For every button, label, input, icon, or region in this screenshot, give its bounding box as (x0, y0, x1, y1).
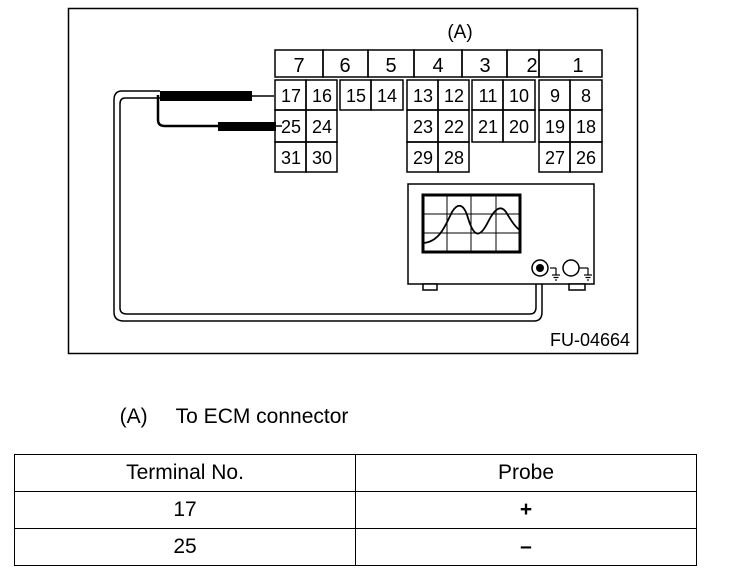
pin-number: 9 (550, 86, 560, 106)
pin-number: 15 (346, 86, 366, 106)
negative-probe (218, 122, 276, 131)
column-header: Probe (355, 454, 697, 492)
pin-number: 11 (479, 86, 498, 106)
header-number: 5 (385, 55, 396, 77)
diagram-frame (67, 7, 639, 355)
probe-cell: + (355, 491, 697, 529)
caption-tag: (A) (119, 405, 148, 428)
pin-number: 13 (413, 86, 433, 106)
wiring-diagram: (A) 7 6 5 4 3 2 1 (67, 7, 639, 355)
pin-number: 26 (576, 148, 596, 168)
pin-number: 16 (312, 86, 332, 106)
pin-number: 28 (444, 148, 464, 168)
pin-number: 14 (377, 86, 397, 106)
table-row: 25 – (14, 528, 697, 566)
terminal-probe-table: Terminal No. Probe 17 + 25 – (14, 454, 697, 566)
probe-cell: – (355, 528, 697, 566)
pin-number: 21 (478, 117, 498, 137)
caption-text: To ECM connector (175, 405, 349, 428)
pin-number: 20 (509, 117, 529, 137)
positive-probe (160, 91, 252, 101)
caption: (A) To ECM connector (108, 381, 349, 429)
pin-number: 30 (312, 148, 332, 168)
connector-header (274, 49, 603, 78)
header-number: 1 (572, 55, 583, 77)
probe-cable (113, 90, 543, 322)
table-header-row: Terminal No. Probe (14, 454, 697, 492)
header-number: 7 (293, 55, 304, 77)
pin-number: 29 (413, 148, 433, 168)
header-number: 3 (479, 55, 490, 77)
pin-number: 25 (281, 117, 301, 137)
pin-number: 17 (281, 86, 301, 106)
waveform (422, 204, 521, 244)
pin-number: 24 (312, 117, 332, 137)
header-number: 4 (432, 55, 443, 77)
pin-number: 12 (444, 86, 464, 106)
column-header: Terminal No. (14, 454, 356, 492)
header-number: 6 (339, 55, 350, 77)
pin-number: 22 (444, 117, 464, 137)
probe-wires (156, 91, 282, 131)
pin-number: 23 (413, 117, 433, 137)
table-row: 17 + (14, 491, 697, 529)
pin-number: 19 (545, 117, 565, 137)
pin-number: 8 (581, 86, 591, 106)
pin-number: 18 (576, 117, 596, 137)
pin-number: 27 (545, 148, 565, 168)
pin-number: 10 (509, 86, 529, 106)
oscilloscope-icon (407, 183, 595, 291)
figure-id: FU-04664 (550, 330, 630, 350)
terminal-cell: 25 (14, 528, 356, 566)
header-number: 2 (526, 55, 537, 77)
terminal-cell: 17 (14, 491, 356, 529)
pin-number: 31 (281, 148, 301, 168)
connector-label: (A) (447, 22, 472, 43)
